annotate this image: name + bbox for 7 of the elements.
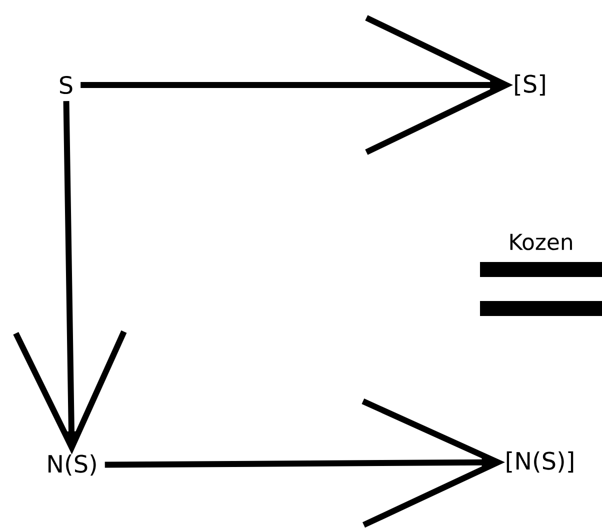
arrow — [78, 14, 513, 156]
arrow — [12, 98, 127, 454]
node-label: [S] — [515, 74, 545, 96]
label: Kozen — [510, 234, 572, 250]
node-label: [N(S)] — [506, 451, 574, 473]
node-label: N(S) — [48, 454, 96, 476]
node-label: S — [60, 76, 72, 94]
